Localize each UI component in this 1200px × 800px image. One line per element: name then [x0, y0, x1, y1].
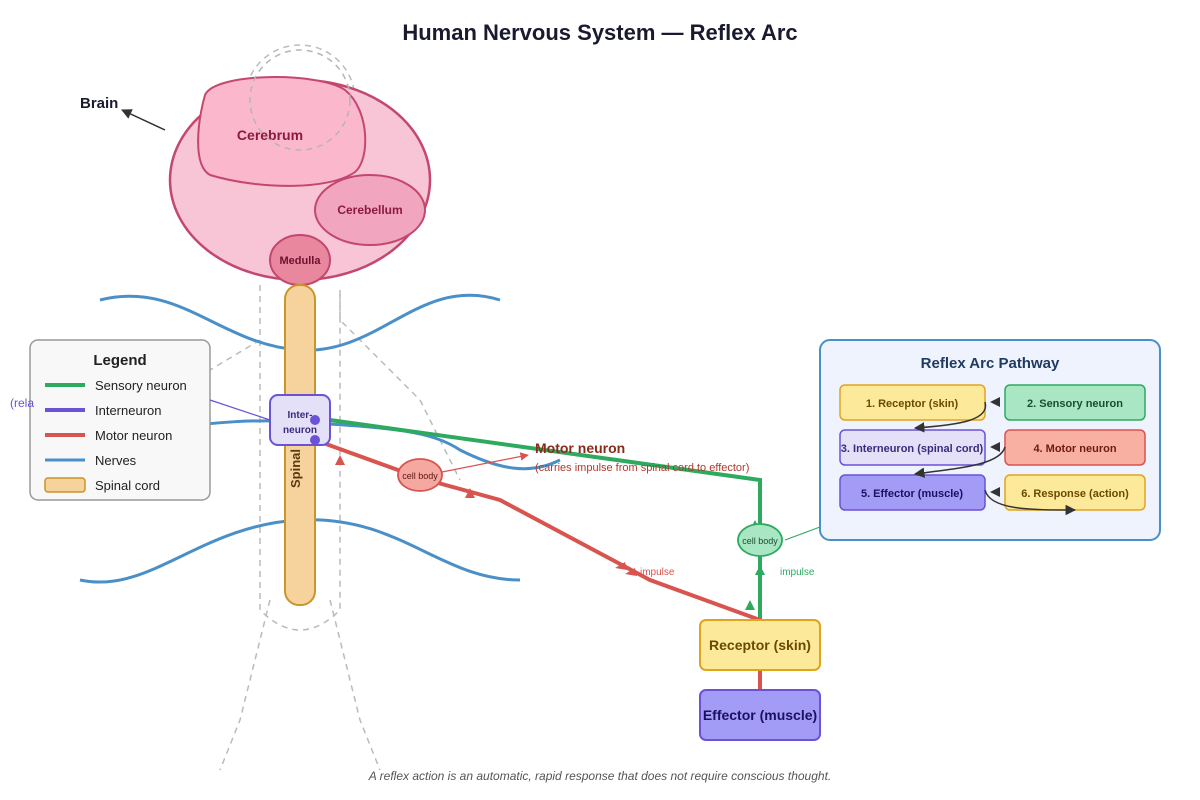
- legend-label-interneuron: Interneuron: [95, 403, 162, 418]
- pathway-title: Reflex Arc Pathway: [921, 355, 1060, 372]
- pathway-step-6: 6. Response (action): [1021, 488, 1129, 500]
- spinal-label: Spinal: [288, 449, 303, 488]
- footer-note: A reflex action is an automatic, rapid r…: [368, 769, 832, 783]
- motor-arrow-4: [625, 568, 637, 576]
- cerebrum-label: Cerebrum: [237, 127, 303, 143]
- interneuron: Inter- neuron: [269, 394, 331, 446]
- motor-cell-body: [397, 458, 443, 492]
- brain-label: Brain: [80, 95, 118, 112]
- interneuron-label-1: Inter-: [288, 410, 313, 421]
- pathway-step-5: 5. Effector (muscle): [861, 488, 963, 500]
- pathway-arrow-into-6: [990, 487, 1000, 497]
- pathway-step-4: 4. Motor neuron: [1033, 443, 1116, 455]
- effector: Effector (muscle): [699, 689, 821, 741]
- pathway-step-1: 1. Receptor (skin): [866, 398, 959, 410]
- cerebellum: [314, 174, 426, 246]
- legend-label-spinal: Spinal cord: [95, 478, 160, 493]
- legend: Legend Sensory neuron Interneuron Motor …: [29, 339, 211, 501]
- pathway-step-2-box: [1004, 384, 1146, 421]
- sensory-impulse-label: impulse: [780, 567, 815, 578]
- sensory-cell-body-label: cell body: [742, 536, 778, 546]
- pathway-arrow-into-2: [990, 397, 1000, 407]
- sensory-arrow-1: [755, 565, 765, 575]
- diagram-title: Human Nervous System — Reflex Arc: [402, 20, 797, 45]
- legend-label-nerves: Nerves: [95, 453, 137, 468]
- interneuron-synapse-1: [310, 415, 320, 425]
- motor-cell-body-label: cell body: [402, 471, 438, 481]
- pathway-arrow-into-4: [990, 442, 1000, 452]
- interneuron-synapse-2: [310, 435, 320, 445]
- motor-arrow-2: [465, 488, 475, 498]
- motor-arrow-3: [615, 562, 627, 570]
- pathway-arrow-4-to-5: [913, 446, 1006, 478]
- pathway-panel: Reflex Arc Pathway 1. Receptor (skin) 2.…: [819, 339, 1161, 541]
- effector-box: [699, 689, 821, 741]
- medulla-label: Medulla: [280, 255, 322, 267]
- pathway-arrow-5-to-6: [984, 489, 1077, 516]
- motor-neuron-desc: (carries impulse from spinal cord to eff…: [535, 462, 749, 474]
- receptor: Receptor (skin): [699, 619, 821, 671]
- legend-title: Legend: [93, 352, 146, 369]
- sensory-cell-body: [737, 523, 783, 557]
- legend-label-motor: Motor neuron: [95, 428, 172, 443]
- brain: Cerebrum Cerebellum Medulla: [168, 76, 432, 286]
- interneuron-box: [269, 394, 331, 446]
- motor-impulse-label: impulse: [640, 567, 675, 578]
- motor-neuron-path: [314, 438, 762, 690]
- motor-neuron: cell body impulse Motor neuron (carries …: [314, 438, 762, 690]
- sensory-to-pathway-connector: [784, 526, 821, 541]
- motor-neuron-label: Motor neuron: [535, 440, 625, 456]
- head-dashed-circle: [249, 49, 351, 151]
- brain-label-arrow: [121, 109, 166, 131]
- left-fragment-connector: [209, 399, 271, 421]
- interneuron-label-2: neuron: [283, 425, 317, 436]
- pathway-step-3: 3. Interneuron (spinal cord): [841, 443, 984, 455]
- legend-swatch-spinal: [44, 477, 86, 493]
- pathway-step-5-box: [839, 474, 986, 511]
- pathway-step-2: 2. Sensory neuron: [1027, 398, 1123, 410]
- sensory-arrow-2: [745, 600, 755, 610]
- receptor-label: Receptor (skin): [709, 637, 811, 653]
- pathway-arrow-2-to-3: [913, 401, 987, 433]
- cerebrum: [197, 76, 367, 187]
- legend-label-sensory: Sensory neuron: [95, 378, 187, 393]
- sensory-neuron: cell body impulse: [329, 418, 821, 620]
- motor-arrow-1: [335, 455, 345, 465]
- effector-label: Effector (muscle): [703, 707, 817, 723]
- cerebellum-label: Cerebellum: [337, 203, 402, 217]
- pathway-step-3-box: [839, 429, 986, 466]
- left-fragment-text: (rela: [10, 396, 34, 410]
- receptor-box: [699, 619, 821, 671]
- motor-label-arrow: [441, 452, 529, 473]
